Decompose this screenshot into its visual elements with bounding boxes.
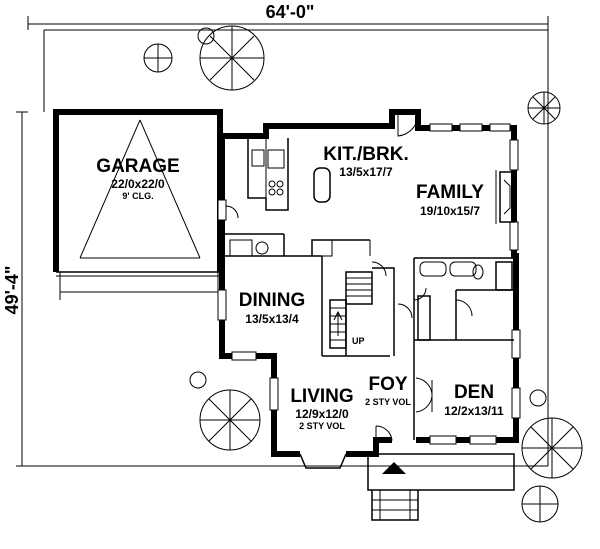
garage-detail: [56, 119, 220, 300]
tree-icon: [197, 25, 265, 91]
den-size: 12/2x13/11: [444, 404, 504, 418]
fireplace: [495, 170, 515, 224]
kitchen-size: 13/5x17/7: [339, 165, 393, 179]
garage-size: 22/0x22/0: [111, 177, 165, 191]
stair-label: UP: [352, 336, 365, 346]
living-note: 2 STY VOL: [299, 421, 345, 431]
tree-icon: [521, 389, 583, 479]
living-name: LIVING: [290, 386, 353, 407]
tree-icon: [189, 371, 261, 451]
front-porch: [367, 453, 515, 521]
tree-icon: [143, 43, 173, 73]
tree-icon: [521, 485, 559, 523]
kitchen-fixtures: [229, 138, 333, 257]
den-name: DEN: [454, 382, 494, 403]
windows: [217, 123, 521, 445]
dining-name: DINING: [239, 290, 306, 311]
kitchen-name: KIT./BRK.: [323, 144, 409, 165]
dining-size: 13/5x13/4: [245, 312, 299, 326]
family-size: 19/10x15/7: [420, 204, 480, 218]
garage-name: GARAGE: [96, 156, 179, 177]
tree-icon: [527, 91, 561, 125]
family-name: FAMILY: [416, 182, 484, 203]
dimension-lines: [16, 16, 549, 467]
foyer-note: 2 STY VOL: [365, 397, 411, 407]
width-dimension: 64'-0": [266, 2, 315, 22]
bath-fixtures: [417, 261, 513, 341]
entry-arrow-icon: [382, 462, 406, 474]
garage-note: 9' CLG.: [122, 191, 153, 201]
foyer-name: FOY: [368, 374, 407, 395]
depth-dimension: 49'-4": [2, 266, 22, 315]
living-size: 12/9x12/0: [295, 407, 349, 421]
stair-icon: [329, 271, 373, 349]
door-swing-icon: [225, 112, 473, 441]
